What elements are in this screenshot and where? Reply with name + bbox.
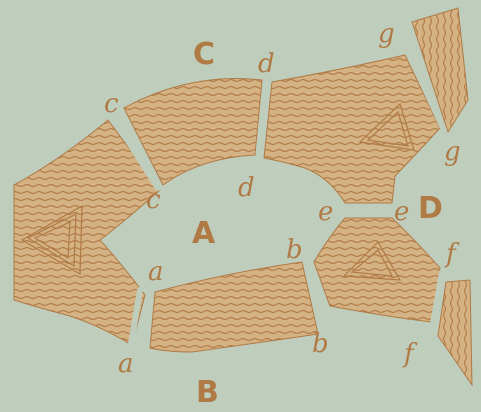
- junction-label-c-bottom: c: [146, 185, 161, 215]
- junction-label-f-top: f: [444, 239, 460, 269]
- region-label-D: D: [418, 191, 443, 226]
- strand-lower-right: [314, 218, 440, 322]
- strand-far-lower-right: [438, 280, 472, 385]
- strand-upper-right: [264, 55, 440, 203]
- strand-B: [150, 262, 318, 352]
- junction-label-d-top: d: [258, 49, 275, 79]
- junction-label-d-bottom: d: [238, 173, 255, 203]
- junction-label-e-right: e: [394, 197, 409, 227]
- region-label-C: C: [193, 37, 215, 72]
- junction-label-b-bottom: b: [312, 329, 329, 359]
- junction-label-g-top: g: [378, 19, 395, 49]
- junction-label-c-top: c: [104, 89, 119, 119]
- junction-label-e-left: e: [318, 197, 333, 227]
- junction-label-g-bottom: g: [444, 137, 461, 167]
- junction-label-b-top: b: [286, 235, 303, 265]
- junction-label-f-bottom: f: [402, 339, 418, 369]
- junction-label-a-bottom: a: [118, 349, 134, 379]
- junction-label-a-top: a: [148, 257, 164, 287]
- region-label-B: B: [196, 375, 219, 410]
- region-label-A: A: [192, 216, 216, 251]
